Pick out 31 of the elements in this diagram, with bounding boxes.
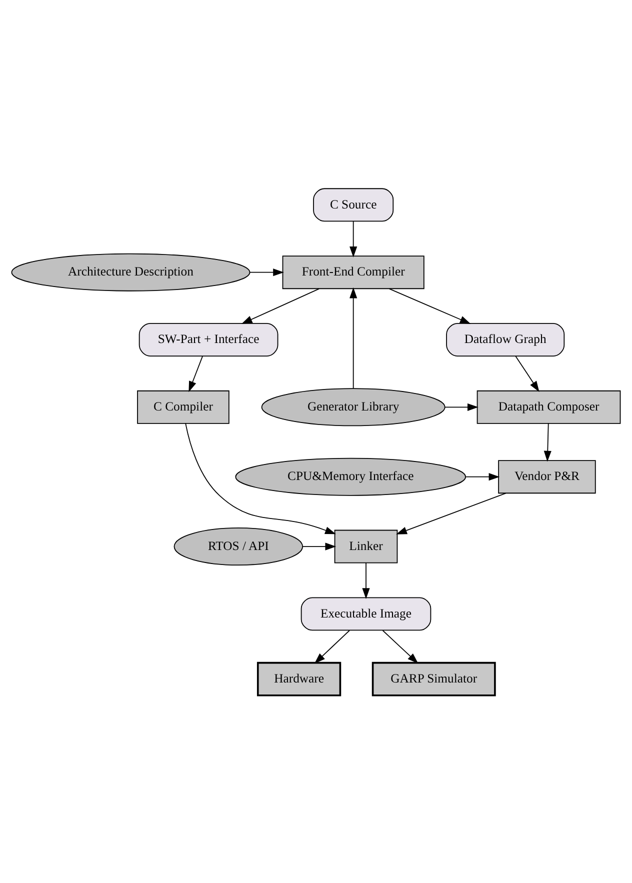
node-box: Hardware — [256, 661, 342, 696]
node-box: Executable Image — [300, 596, 432, 630]
node-ellipse: CPU&Memory Interface — [235, 457, 466, 496]
node-box: C Compiler — [137, 390, 230, 424]
arrow — [188, 355, 204, 392]
arrow — [350, 220, 358, 257]
node-ellipse: Generator Library — [261, 388, 446, 426]
node-box: SW-Part + Interface — [138, 322, 278, 356]
arrow — [249, 268, 284, 276]
arrow — [544, 422, 552, 462]
node-box: Datapath Composer — [476, 390, 621, 424]
arrow — [396, 492, 506, 534]
arrow — [350, 286, 358, 388]
node-box: Dataflow Graph — [446, 322, 565, 356]
arrow — [241, 288, 320, 324]
node-ellipse: Architecture Description — [11, 252, 250, 291]
node-box: Linker — [334, 529, 398, 563]
arrow — [444, 402, 478, 410]
node-box: Front-End Compiler — [282, 255, 424, 289]
arrow — [382, 630, 418, 664]
arrow — [388, 288, 471, 324]
arrow — [314, 630, 350, 664]
arrow — [362, 562, 370, 598]
node-box: C Source — [313, 188, 394, 222]
arrow — [185, 422, 336, 534]
node-box: GARP Simulator — [372, 661, 496, 696]
node-box: Vendor P&R — [498, 460, 596, 494]
arrow — [466, 472, 500, 480]
arrow — [515, 355, 540, 392]
arrow — [302, 542, 336, 550]
node-ellipse: RTOS / API — [174, 527, 304, 566]
